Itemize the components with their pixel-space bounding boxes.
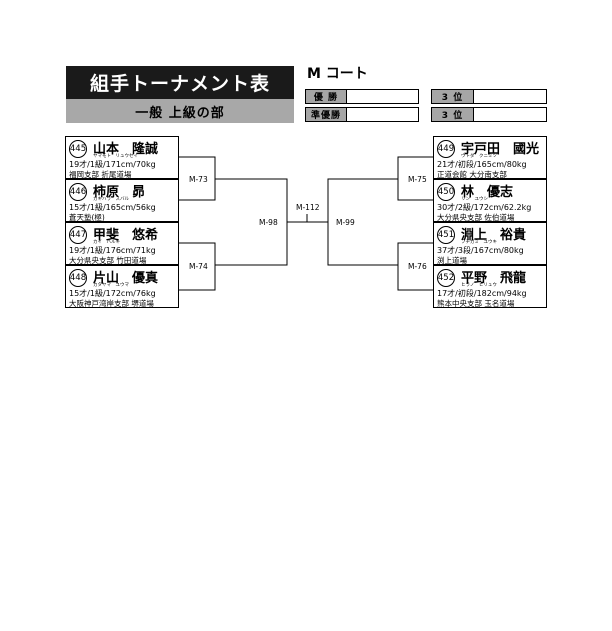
player-club: 正道会館 大分南支部 xyxy=(437,170,507,179)
player-stats: 21才/初段/165cm/80kg xyxy=(437,160,527,169)
match-label-m75: M-75 xyxy=(408,175,427,184)
player-name-kana: ウトダ クニミツ xyxy=(461,154,497,159)
player-number-badge: 448 xyxy=(69,269,87,287)
player-number-badge: 447 xyxy=(69,226,87,244)
division-title: 一般 上級の部 xyxy=(66,99,294,123)
player-stats: 19才/1級/176cm/71kg xyxy=(69,246,156,255)
player-name: 柿原 昴 xyxy=(93,185,146,200)
player-club: 大分県央支部 竹田道場 xyxy=(69,256,147,265)
match-label-m73: M-73 xyxy=(189,175,208,184)
tournament-title: 組手トーナメント表 xyxy=(66,66,294,99)
player-number-badge: 446 xyxy=(69,183,87,201)
player-stats: 15才/1級/172cm/76kg xyxy=(69,289,156,298)
court-label: M コート xyxy=(307,66,368,82)
player-stats: 30才/2級/172cm/62.2kg xyxy=(437,203,532,212)
player-name: 淵上 裕貴 xyxy=(461,228,527,243)
player-card: 445 山本 隆誠 ヤマモト リュウセイ 19才/1級/171cm/70kg 福… xyxy=(65,136,179,179)
player-name-kana: ヒラノ ヒリュウ xyxy=(461,283,497,288)
player-club: 熊本中央支部 玉名道場 xyxy=(437,299,515,308)
player-name: 甲斐 悠希 xyxy=(93,228,159,243)
player-number-badge: 445 xyxy=(69,140,87,158)
match-label-m74: M-74 xyxy=(189,262,208,271)
match-label-m76: M-76 xyxy=(408,262,427,271)
player-card: 447 甲斐 悠希 カイ ハルキ 19才/1級/176cm/71kg 大分県央支… xyxy=(65,222,179,265)
player-name-kana: カキハラ スバル xyxy=(93,197,129,202)
match-label-m99: M-99 xyxy=(336,218,355,227)
player-club: 福岡支部 折尾道場 xyxy=(69,170,132,179)
player-stats: 19才/1級/171cm/70kg xyxy=(69,160,156,169)
player-club: 大分県央支部 佐伯道場 xyxy=(437,213,515,222)
player-number-badge: 450 xyxy=(437,183,455,201)
runner-up-field xyxy=(346,107,419,122)
match-label-m112: M-112 xyxy=(296,203,320,212)
player-name-kana: ヤマモト リュウセイ xyxy=(93,154,138,159)
player-name: 山本 隆誠 xyxy=(93,142,159,157)
player-club: 渕上道場 xyxy=(437,256,467,265)
player-club: 蒼天塾(極) xyxy=(69,213,105,222)
player-name: 片山 優真 xyxy=(93,271,159,286)
player-name: 平野 飛龍 xyxy=(461,271,527,286)
player-card: 451 淵上 裕貴 フチガミ ユウキ 37才/3段/167cm/80kg 渕上道… xyxy=(433,222,547,265)
player-stats: 15才/1級/165cm/56kg xyxy=(69,203,156,212)
player-name-kana: カイ ハルキ xyxy=(93,240,120,245)
player-card: 450 林 優志 リン ユウシ 30才/2級/172cm/62.2kg 大分県央… xyxy=(433,179,547,222)
player-card: 446 柿原 昴 カキハラ スバル 15才/1級/165cm/56kg 蒼天塾(… xyxy=(65,179,179,222)
player-club: 大阪神戸湾岸支部 堺道場 xyxy=(69,299,154,308)
winner-field xyxy=(346,89,419,104)
third-place-field-1 xyxy=(473,89,547,104)
player-number-badge: 449 xyxy=(437,140,455,158)
player-name-kana: リン ユウシ xyxy=(461,197,488,202)
third-place-field-2 xyxy=(473,107,547,122)
player-name-kana: フチガミ ユウキ xyxy=(461,240,497,245)
runner-up-label: 準優勝 xyxy=(305,107,347,122)
player-name: 宇戸田 國光 xyxy=(461,142,540,157)
player-stats: 17才/初段/182cm/94kg xyxy=(437,289,527,298)
player-card: 448 片山 優真 カタヤマ ユウマ 15才/1級/172cm/76kg 大阪神… xyxy=(65,265,179,308)
player-number-badge: 451 xyxy=(437,226,455,244)
player-name: 林 優志 xyxy=(461,185,514,200)
match-label-m98: M-98 xyxy=(259,218,278,227)
winner-label: 優 勝 xyxy=(305,89,347,104)
player-card: 452 平野 飛龍 ヒラノ ヒリュウ 17才/初段/182cm/94kg 熊本中… xyxy=(433,265,547,308)
player-number-badge: 452 xyxy=(437,269,455,287)
player-stats: 37才/3段/167cm/80kg xyxy=(437,246,524,255)
player-card: 449 宇戸田 國光 ウトダ クニミツ 21才/初段/165cm/80kg 正道… xyxy=(433,136,547,179)
player-name-kana: カタヤマ ユウマ xyxy=(93,283,129,288)
